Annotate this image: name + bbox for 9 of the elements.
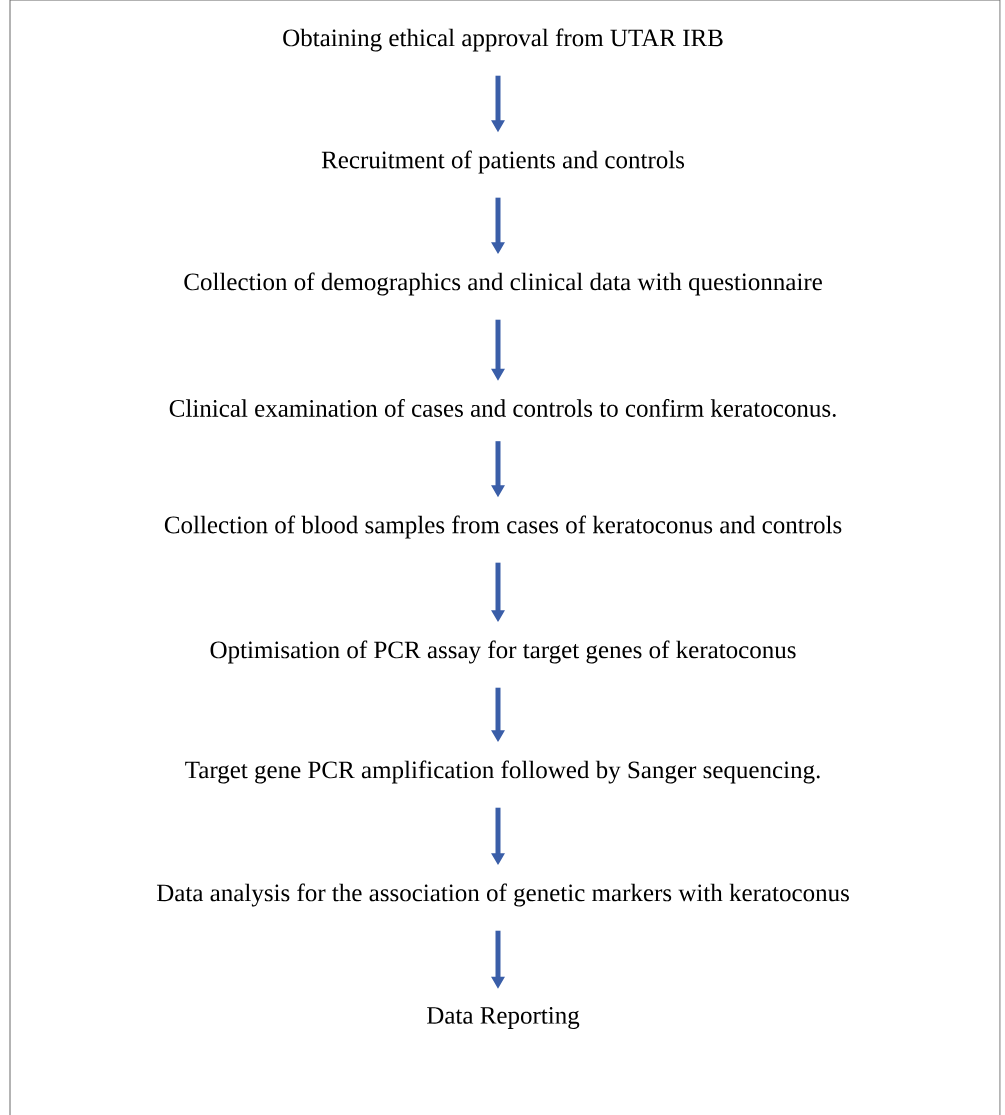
step-text: Clinical examination of cases and controls to confirm keratoconus. [169,399,836,417]
step-text: Data analysis for the association of genetic markers with keratoconus [156,883,849,907]
step-text: Target gene PCR amplification followed by Sanger sequencing. [185,760,820,784]
step-text: Data Reporting [427,1007,580,1029]
step-text: Recruitment of patients and controls [321,150,685,174]
step-text: Collection of blood samples from cases of keratoconus and controls [164,515,842,539]
step-text: Collection of demographics and clinical data with questionnaire [184,272,822,296]
step-text: Obtaining ethical approval from UTAR IRB [283,28,723,52]
step-text: Optimisation of PCR assay for target genes of keratoconus [210,640,796,664]
